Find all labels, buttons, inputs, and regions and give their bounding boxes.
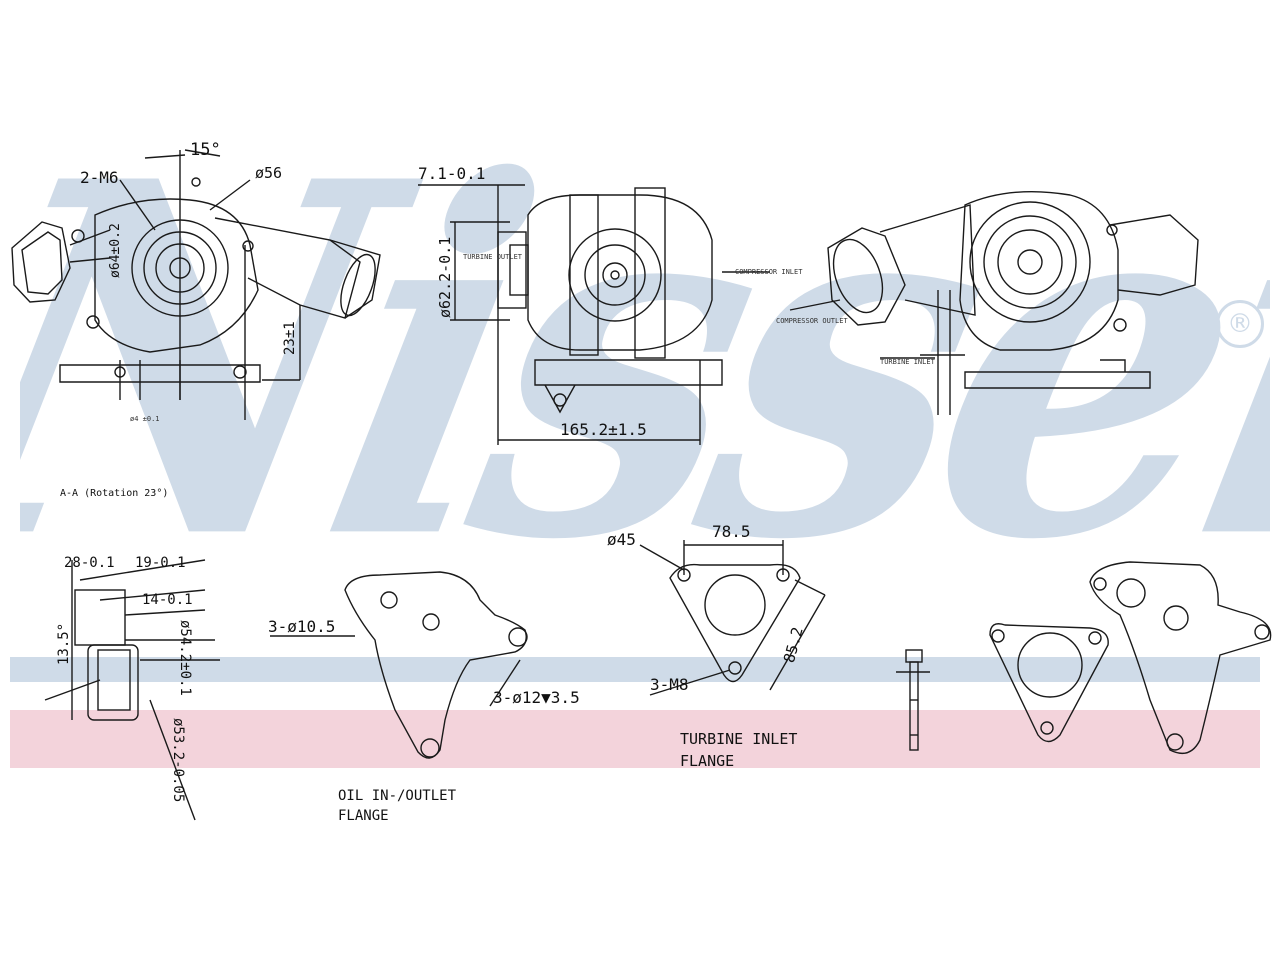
label-dia-45: ø45 xyxy=(607,530,636,549)
watermark-band-red xyxy=(10,710,1260,768)
turbo-rear-view xyxy=(789,190,1199,415)
turbine-flange xyxy=(639,540,826,696)
label-pipe-dia53: ø53.2-0.05 xyxy=(170,718,186,803)
turbine-flange-caption-1: TURBINE INLET xyxy=(680,730,798,748)
label-pipe-28: 28-0.1 xyxy=(64,555,115,571)
oil-flange xyxy=(270,571,528,759)
label-thread-m8: 3-M8 xyxy=(650,675,689,694)
oil-flange-caption-1: OIL IN-/OUTLET xyxy=(338,788,457,804)
label-dia-56: ø56 xyxy=(255,164,283,182)
label-bore-64: ø64±0.2 xyxy=(108,223,123,278)
label-turbine-outlet: TURBINE OUTLET xyxy=(463,253,523,261)
pipe-fitting xyxy=(44,559,220,821)
label-pipe-dia54: ø54.2±0.1 xyxy=(177,620,193,696)
label-offset-7: 7.1-0.1 xyxy=(418,164,486,183)
label-turbine-inlet: TURBINE INLET xyxy=(880,358,935,366)
label-pipe-14: 14-0.1 xyxy=(142,592,193,608)
label-span-78: 78.5 xyxy=(712,522,751,541)
watermark-band-blue xyxy=(10,657,1260,682)
label-offset-23: 23±1 xyxy=(282,321,298,355)
label-holes-10: 3-ø10.5 xyxy=(268,617,336,636)
label-note: ø4 ±0.1 xyxy=(130,415,160,423)
label-section: A-A (Rotation 23°) xyxy=(60,488,169,499)
label-pipe-angle: 13.5° xyxy=(56,622,72,665)
label-dia-62: ø62.2-0.1 xyxy=(436,236,454,318)
turbo-front-view xyxy=(11,149,381,420)
stud-bolt xyxy=(896,649,930,751)
registered-mark: ® xyxy=(1216,300,1264,348)
oil-flange-caption-2: FLANGE xyxy=(338,808,389,824)
label-thread-m6: 2-M6 xyxy=(80,168,119,187)
turbine-flange-caption-2: FLANGE xyxy=(680,752,735,770)
label-pipe-19: 19-0.1 xyxy=(135,555,186,571)
label-holes-12: 3-ø12▼3.5 xyxy=(493,688,580,707)
label-length-165: 165.2±1.5 xyxy=(560,420,647,439)
label-angle: 15° xyxy=(190,140,221,160)
label-compressor-outlet: COMPRESSOR OUTLET xyxy=(776,317,848,325)
gasket-right xyxy=(989,561,1272,754)
label-compressor-inlet: COMPRESSOR INLET xyxy=(735,268,803,276)
turbo-side-view xyxy=(418,184,770,445)
